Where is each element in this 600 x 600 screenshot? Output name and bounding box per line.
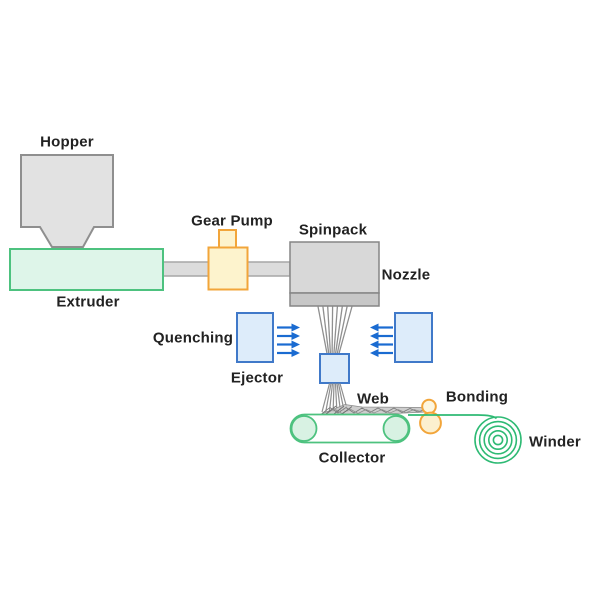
winder-roll	[474, 416, 522, 464]
filament-spray	[321, 383, 349, 413]
quench-box-left	[236, 312, 274, 363]
collector-roller-right	[382, 415, 410, 442]
bonding-rollers	[419, 398, 442, 435]
ejector-shape	[319, 353, 350, 384]
label-gear-pump: Gear Pump	[191, 212, 273, 230]
label-winder: Winder	[529, 433, 581, 451]
nozzle-strip	[289, 292, 380, 307]
hopper-shape	[20, 154, 114, 248]
gear-pump-shape	[207, 229, 249, 291]
spinpack-shape	[289, 241, 380, 307]
web-texture	[319, 404, 427, 415]
filaments	[317, 306, 353, 354]
label-collector: Collector	[318, 449, 386, 467]
collector-belt	[289, 413, 411, 444]
label-web: Web	[357, 390, 389, 408]
label-nozzle: Nozzle	[381, 266, 431, 284]
label-quenching: Quenching	[152, 329, 234, 347]
quench-air-arrows-right	[370, 323, 393, 357]
collector-roller-left	[290, 415, 318, 442]
label-ejector: Ejector	[230, 369, 284, 387]
label-extruder: Extruder	[56, 293, 120, 311]
label-hopper: Hopper	[40, 133, 94, 151]
quench-box-right	[394, 312, 433, 363]
quench-air-arrows-left	[277, 323, 300, 357]
label-spinpack: Spinpack	[298, 221, 368, 239]
label-bonding: Bonding	[445, 388, 509, 406]
extruder-shape	[9, 248, 164, 291]
